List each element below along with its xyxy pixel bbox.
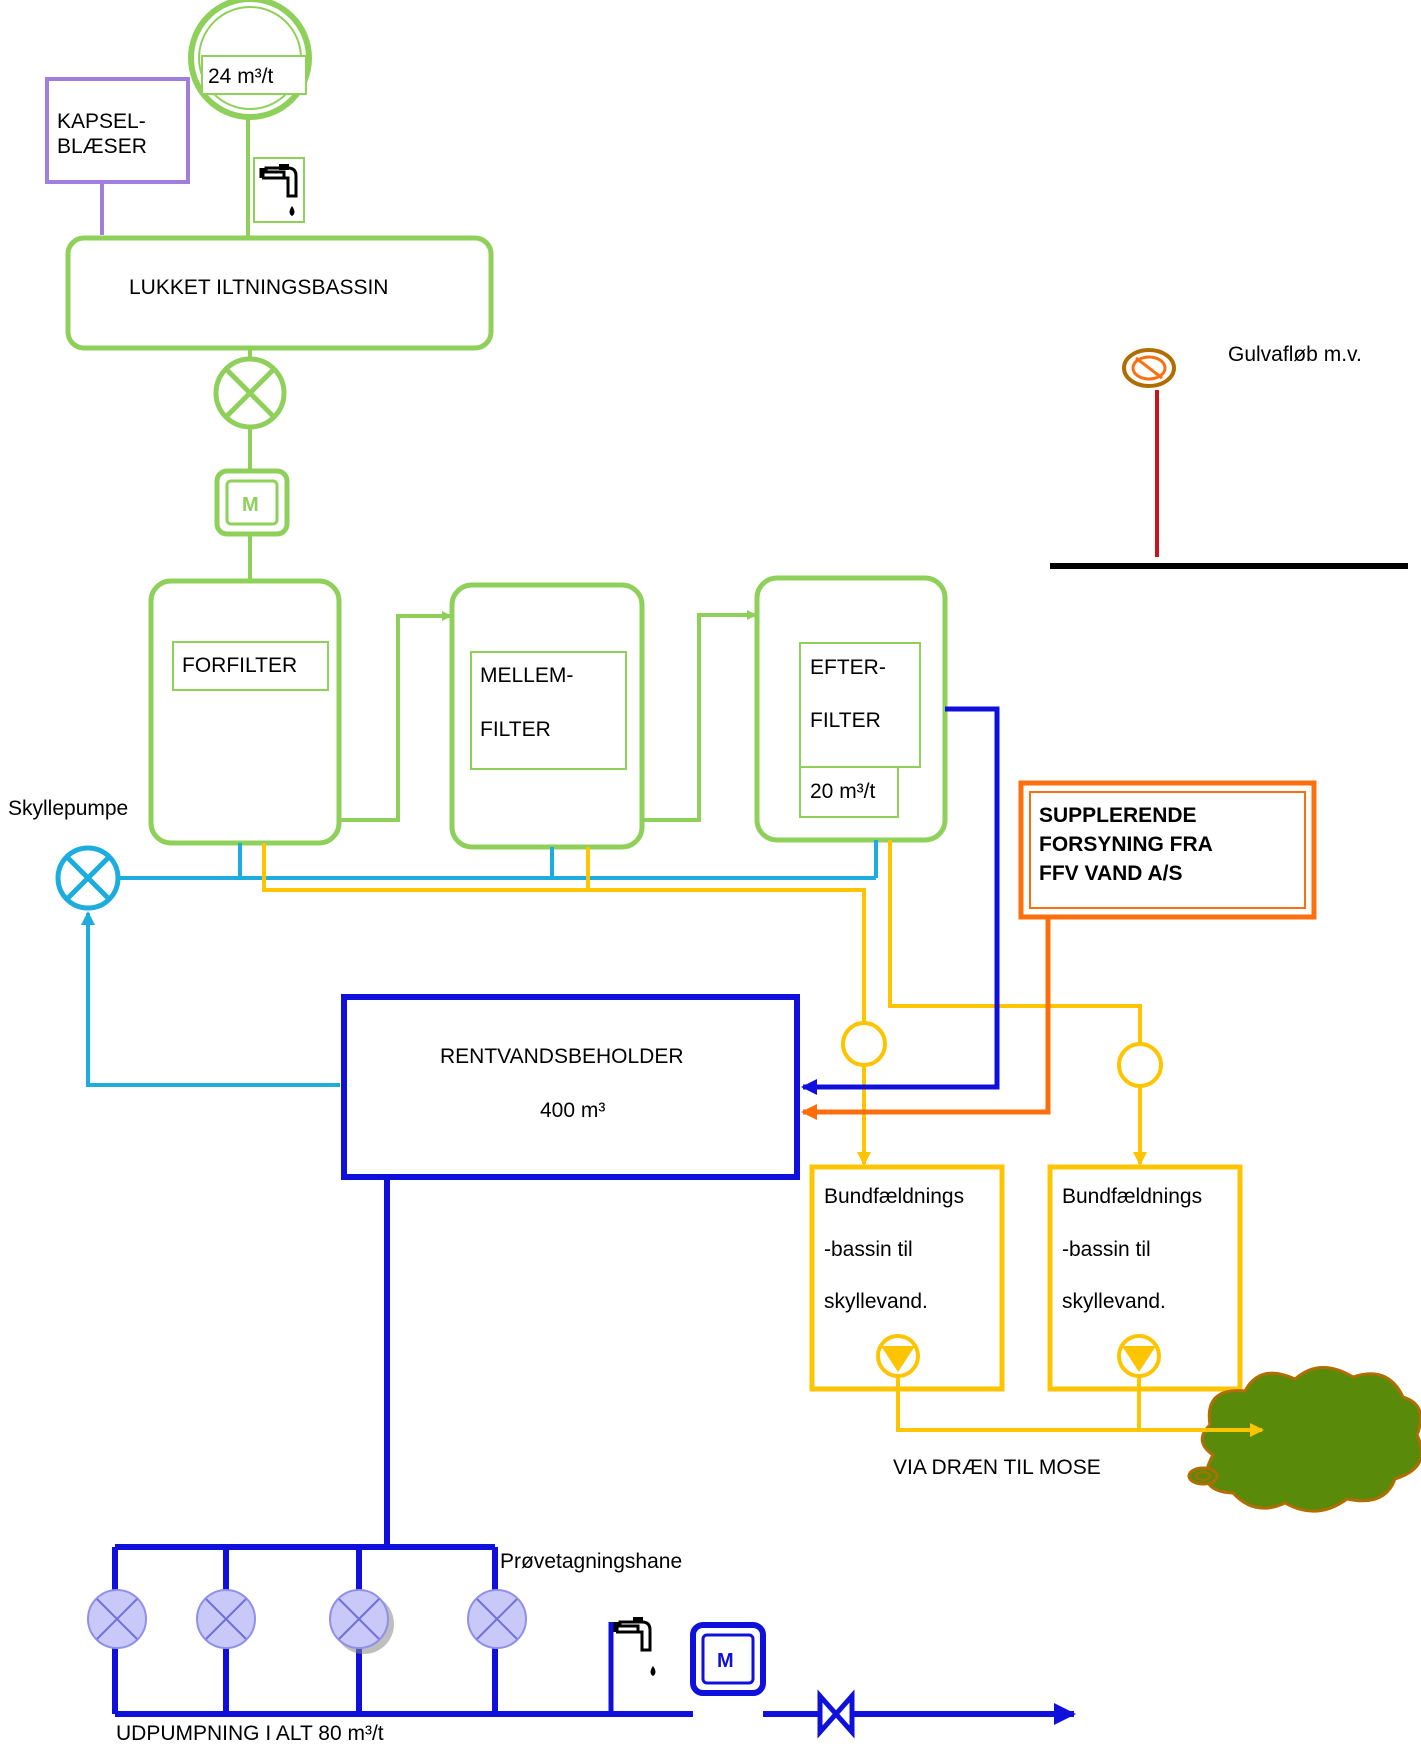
sensor-icon [1117,1042,1163,1088]
settling-basin-1-line3: skyllevand. [824,1290,928,1313]
pump-icon [876,1334,920,1378]
pump-icon [1117,1334,1161,1378]
sample-tap-label: Prøvetagningshane [500,1550,682,1573]
flow-mid-to-post [642,610,757,822]
meter-green-label: M [242,494,259,516]
clean-water-tank-line1: RENTVANDSBEHOLDER [440,1045,684,1068]
settling-basin-2: Bundfældnings -bassin til skyllevand. [1047,1164,1243,1392]
meter-blue-label: M [717,1650,734,1672]
valve-icon [817,1689,855,1739]
floor-drain-label: Gulvafløb m.v. [1228,343,1362,366]
settling-basin-2-line2: -bassin til [1062,1238,1151,1261]
meter-icon-green: M [214,468,290,537]
supplementary-line3: FFV VAND A/S [1039,862,1183,885]
floor-drain-icon [1122,348,1176,388]
outlet-pump-icon [87,1589,147,1649]
settling-basin-1-line2: -bassin til [824,1238,913,1261]
flow-meter-top-label: 24 m³/t [208,65,274,88]
settling-basin-1: Bundfældnings -bassin til skyllevand. [809,1164,1005,1392]
settling-basin-2-line1: Bundfældnings [1062,1185,1202,1208]
meter-icon-blue: M [690,1622,766,1696]
filtered-water-line [801,706,1000,1095]
mid-filter: MELLEM- FILTER [449,582,645,850]
sample-tap-icon [613,1617,656,1676]
flow-pre-to-mid [339,611,452,822]
rinse-pump-label: Skyllepumpe [8,797,128,820]
rinse-pump-icon [55,845,121,911]
capsule-blower-line1: KAPSEL- [57,110,146,133]
capsule-blower-line2: BLÆSER [57,135,147,158]
tap-icon [253,157,305,223]
post-filter-flow: 20 m³/t [810,780,876,803]
post-filter-line2: FILTER [810,709,881,732]
pre-filter: FORFILTER [148,578,342,846]
outlet-label: UDPUMPNING I ALT 80 m³/t [116,1722,384,1744]
post-filter-line1: EFTER- [810,656,886,679]
capsule-blower: KAPSEL- BLÆSER [45,77,190,235]
rinse-lines [81,840,878,1087]
supplementary-line2: FORSYNING FRA [1039,833,1213,856]
settling-basin-2-line3: skyllevand. [1062,1290,1166,1313]
mid-filter-line2: FILTER [480,718,551,741]
outlet-pump-icon [329,1589,394,1654]
oxidation-basin: LUKKET ILTNINGSBASSIN [65,235,494,351]
clean-water-tank: RENTVANDSBEHOLDER 400 m³ [341,994,800,1180]
sensor-icon [841,1021,887,1067]
clean-water-tank-line2: 400 m³ [540,1099,605,1122]
supplementary-line [801,917,1051,1120]
oxidation-basin-label: LUKKET ILTNINGSBASSIN [129,276,388,299]
feed-pump-icon [213,356,287,430]
post-filter: EFTER- FILTER 20 m³/t [754,575,948,843]
outlet-pump-icon [467,1589,527,1649]
supplementary-supply: SUPPLERENDE FORSYNING FRA FFV VAND A/S [1018,780,1317,920]
settling-basin-1-line1: Bundfældnings [824,1185,964,1208]
outlet-pump-icon [196,1589,256,1649]
drain-label: VIA DRÆN TIL MOSE [893,1456,1101,1479]
flow-meter-top: 24 m³/t [188,0,312,120]
supplementary-line1: SUPPLERENDE [1039,804,1197,827]
mid-filter-line1: MELLEM- [480,664,573,687]
floor-drain: Gulvafløb m.v. [1050,343,1408,569]
pre-filter-label: FORFILTER [182,654,297,677]
